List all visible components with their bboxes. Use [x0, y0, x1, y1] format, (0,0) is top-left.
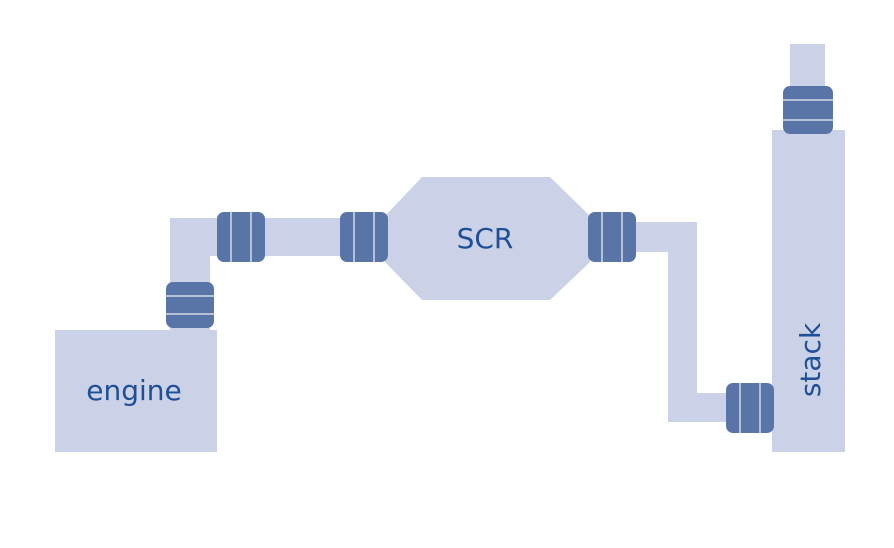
engine-label: engine — [86, 374, 182, 407]
coupling-stack-top — [783, 86, 833, 134]
stack-label: stack — [794, 322, 827, 397]
stack-body — [772, 130, 845, 452]
coupling-scr-inlet — [340, 212, 388, 262]
coupling-ribs — [166, 99, 833, 433]
scr-unit — [385, 177, 590, 300]
scr-label: SCR — [457, 222, 514, 255]
coupling-stack-inlet — [726, 383, 774, 433]
coupling-pipe-left — [217, 212, 265, 262]
down-pipe — [668, 222, 697, 422]
engine-block — [55, 330, 217, 452]
coupling-scr-outlet — [588, 212, 636, 262]
coupling-engine-riser — [166, 282, 214, 328]
couplings — [166, 86, 833, 433]
